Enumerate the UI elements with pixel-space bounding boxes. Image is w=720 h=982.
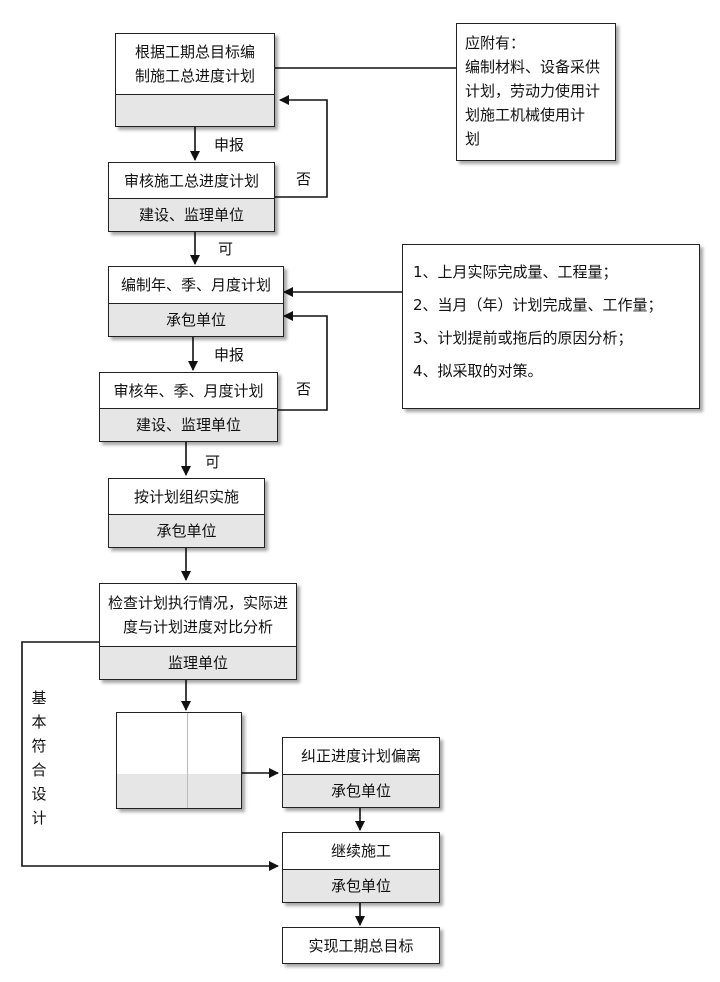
note-line: 编制材料、设备采供	[465, 58, 601, 76]
step-title: 编制年、季、月度计划	[120, 276, 271, 294]
label-char: 设	[31, 785, 47, 803]
label-char: 基	[31, 689, 47, 707]
step-title-line: 根据工期总目标编	[134, 43, 255, 61]
label-char: 本	[31, 713, 47, 731]
step-title: 纠正进度计划偏离	[300, 747, 421, 765]
step-owner: 承包单位	[283, 869, 439, 902]
label-char: 合	[31, 761, 47, 779]
arrow-reject-step4	[278, 311, 328, 411]
step-compile-master-schedule: 根据工期总目标编 制施工总进度计划	[115, 33, 275, 127]
arrow-conforms-continue	[21, 641, 279, 871]
label-report: 申报	[214, 346, 245, 364]
step-continue-construction: 继续施工 承包单位	[282, 832, 440, 903]
note-item: 3、计划提前或拖后的原因分析；	[413, 329, 633, 347]
step-owner: 承包单位	[109, 514, 264, 547]
note-item: 2、当月（年）计划完成量、工作量；	[413, 296, 663, 314]
step-title: 审核年、季、月度计划	[113, 381, 264, 400]
label-approved: 可	[205, 453, 221, 471]
step-title: 继续施工	[330, 842, 391, 860]
step-title-line: 制施工总进度计划	[134, 67, 255, 85]
step-owner: 建设、监理单位	[100, 408, 277, 441]
step-check-progress: 检查计划执行情况，实际进 度与计划进度对比分析 监理单位	[99, 583, 297, 680]
note-line: 计划，劳动力使用计	[465, 82, 601, 100]
step-title: 按计划组织实施	[133, 487, 239, 506]
step-owner: 监理单位	[100, 646, 296, 679]
step-owner: 承包单位	[283, 774, 439, 807]
step-review-periodic-plan: 审核年、季、月度计划 建设、监理单位	[99, 372, 278, 442]
note-item: 1、上月实际完成量、工程量；	[413, 263, 618, 281]
step-compile-periodic-plan: 编制年、季、月度计划 承包单位	[108, 266, 284, 337]
step-title: 实现工期总目标	[308, 936, 414, 955]
step-empty-sub	[116, 94, 274, 126]
label-report: 申报	[214, 136, 245, 154]
step-implement: 按计划组织实施 承包单位	[108, 478, 265, 548]
step-review-master-schedule: 审核施工总进度计划 建设、监理单位	[108, 162, 275, 232]
decision-top	[117, 713, 241, 775]
label-rejected: 否	[296, 170, 312, 188]
step-title-line: 检查计划执行情况，实际进	[107, 594, 288, 612]
decision-bottom	[117, 774, 241, 808]
note-line: 划	[465, 130, 481, 148]
decision-box	[116, 712, 242, 809]
step-correct-deviation: 纠正进度计划偏离 承包单位	[282, 737, 440, 808]
label-rejected: 否	[296, 380, 312, 398]
label-conforms-design: 基 本 符 合 设 计	[30, 686, 48, 830]
label-char: 符	[31, 737, 47, 755]
decision-divider	[187, 713, 188, 808]
note-item: 4、拟采取的对策。	[413, 362, 543, 380]
step-owner: 建设、监理单位	[109, 198, 274, 231]
note-attachments: 应附有： 编制材料、设备采供 计划，劳动力使用计 划施工机械使用计 划	[456, 23, 616, 161]
note-line: 划施工机械使用计	[465, 106, 586, 124]
label-char: 计	[31, 809, 47, 827]
step-title: 审核施工总进度计划	[123, 171, 259, 190]
arrow-reject-step2	[275, 95, 328, 198]
step-owner: 承包单位	[109, 303, 283, 336]
step-achieve-goal: 实现工期总目标	[282, 927, 440, 964]
label-approved: 可	[218, 240, 234, 258]
note-report-contents: 1、上月实际完成量、工程量； 2、当月（年）计划完成量、工作量； 3、计划提前或…	[402, 244, 700, 409]
note-title: 应附有：	[465, 34, 526, 52]
step-title-line: 度与计划进度对比分析	[122, 618, 273, 636]
